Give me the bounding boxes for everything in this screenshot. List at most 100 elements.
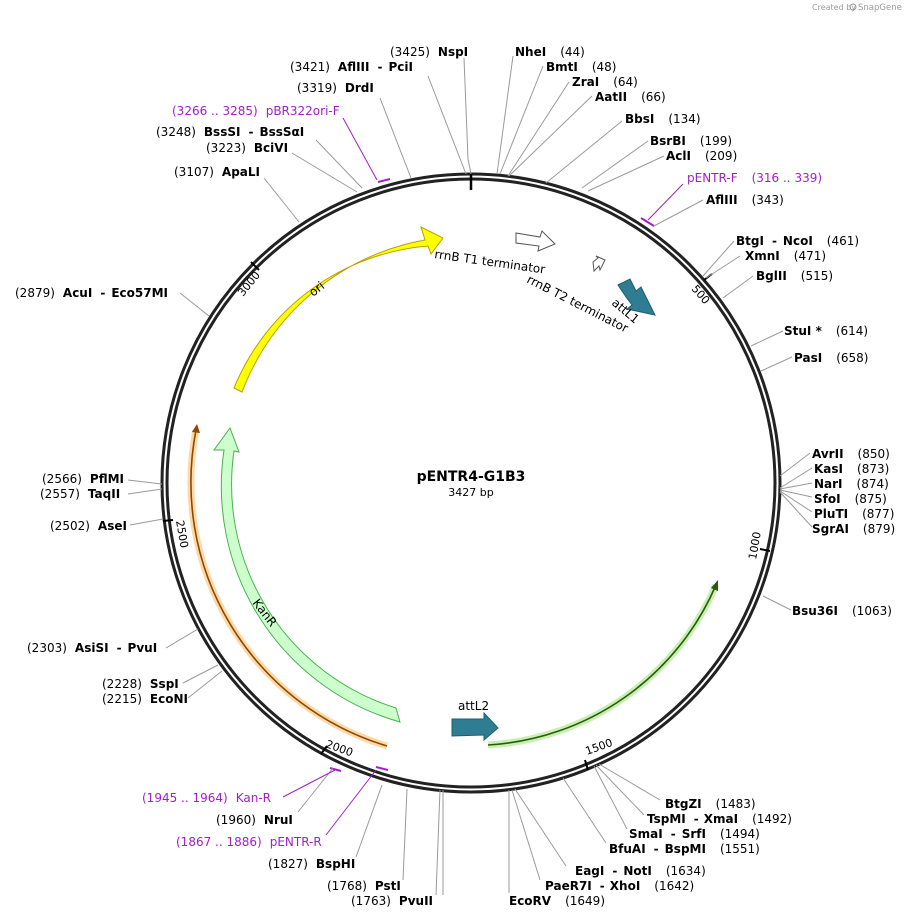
leader-asei — [129, 518, 164, 526]
site-pluti[interactable]: PluTI(877) — [814, 507, 894, 521]
primer-pbr322ori-f[interactable]: (3266 .. 3285)pBR322ori-F — [172, 104, 340, 118]
leader-btgi — [702, 240, 735, 277]
site-bmti[interactable]: BmtI(48) — [546, 60, 617, 74]
site-bcivi[interactable]: (3223)BciVI — [206, 141, 288, 155]
leader-paer7i — [511, 789, 541, 881]
primer-mark-pentr-r — [375, 766, 389, 771]
site-avrii[interactable]: AvrII(850) — [812, 447, 890, 461]
primer-mark-pentr-f — [640, 217, 655, 227]
tick-label-1000: 1000 — [746, 531, 764, 561]
leader-sfoi — [779, 489, 813, 498]
site-paer7i-xhoi[interactable]: PaeR7I-XhoI(1642) — [545, 879, 694, 893]
site-bglii[interactable]: BglII(515) — [756, 269, 833, 283]
site-econi[interactable]: (2215)EcoNI — [102, 692, 188, 706]
tick-1000 — [759, 548, 771, 552]
leader-bmti — [499, 65, 544, 175]
green-orf-glow — [487, 583, 720, 749]
site-bbsi[interactable]: BbsI(134) — [625, 112, 701, 126]
site-sfoi[interactable]: SfoI(875) — [814, 492, 887, 506]
site-nhei[interactable]: NheI(44) — [515, 45, 585, 59]
site-bsphi[interactable]: (1827)BspHI — [268, 857, 355, 871]
site-afliii-pcii[interactable]: (3421)AflIII-PciI — [290, 60, 413, 74]
site-bsu36i[interactable]: Bsu36I(1063) — [792, 604, 892, 618]
site-bsrbi[interactable]: BsrBI(199) — [650, 134, 732, 148]
site-stui[interactable]: StuI *(614) — [784, 324, 868, 338]
leader-pflmi — [127, 479, 163, 485]
primer-leader-pbr322ori-f — [342, 117, 378, 181]
green-orf-line — [487, 584, 717, 746]
site-aatii[interactable]: AatII(66) — [595, 90, 666, 104]
leader-smai — [593, 765, 628, 830]
credit: Created by SnapGene — [812, 3, 902, 13]
site-tspmi-xmai[interactable]: TspMI-XmaI(1492) — [647, 812, 792, 826]
site-asei[interactable]: (2502)AseI — [50, 519, 127, 533]
rrnb-t1-terminator-feature[interactable] — [515, 230, 556, 252]
site-eagi-noti[interactable]: EagI-NotI(1634) — [575, 864, 706, 878]
green-orf-arrowhead — [711, 580, 718, 591]
site-smai-srfi[interactable]: SmaI-SrfI(1494) — [629, 827, 760, 841]
site-drdi[interactable]: (3319)DrdI — [297, 81, 374, 95]
site-acui-eco57mi[interactable]: (2879)AcuI-Eco57MI — [15, 286, 168, 300]
ori-feature[interactable] — [233, 226, 444, 393]
rrnb-t1-label: rrnB T1 terminator — [434, 247, 547, 276]
leader-afliii-pcii — [427, 75, 467, 175]
site-bsssi-bsssai[interactable]: (3248)BssSI-BssSαI — [156, 125, 304, 139]
site-afliii-343[interactable]: AflIII(343) — [706, 193, 784, 207]
site-leaders — [127, 55, 813, 896]
leader-stui — [750, 330, 784, 347]
site-xmni[interactable]: XmnI(471) — [745, 249, 826, 263]
attl1-feature[interactable] — [617, 278, 656, 316]
primer-pentr-f[interactable]: pENTR-F(316 .. 339) — [687, 171, 822, 185]
leader-drdi — [379, 97, 412, 179]
site-psti[interactable]: (1768)PstI — [327, 879, 401, 893]
leader-sgrai — [779, 491, 813, 528]
leader-nspi — [463, 57, 472, 175]
leader-pluti — [779, 490, 813, 513]
site-btgi-ncoi[interactable]: BtgI-NcoI(461) — [736, 234, 859, 248]
attl2-feature[interactable] — [451, 711, 499, 742]
site-kasi[interactable]: KasI(873) — [814, 462, 889, 476]
site-nspi[interactable]: (3425)NspI — [390, 45, 468, 59]
leader-acui — [179, 292, 210, 317]
site-taqii[interactable]: (2557)TaqII — [40, 487, 120, 501]
site-asisi-pvui[interactable]: (2303)AsiSI-PvuI — [27, 641, 157, 655]
site-acli[interactable]: AclI(209) — [666, 149, 737, 163]
primer-pentr-r[interactable]: (1867 .. 1886)pENTR-R — [176, 835, 322, 849]
site-bfuai-bspmi[interactable]: BfuAI-BspMI(1551) — [609, 842, 760, 856]
site-apali[interactable]: (3107)ApaLI — [174, 165, 260, 179]
site-nrui[interactable]: (1960)NruI — [216, 813, 293, 827]
primer-kan-r[interactable]: (1945 .. 1964)Kan-R — [142, 791, 271, 805]
primer-labels: (3266 .. 3285)pBR322ori-F pENTR-F(316 ..… — [142, 104, 822, 849]
leader-afliii-343 — [653, 199, 704, 227]
leader-zrai — [507, 81, 570, 177]
primer-leader-pentr-f — [647, 183, 684, 221]
snapgene-logo-icon — [849, 3, 857, 11]
site-pasi[interactable]: PasI(658) — [794, 351, 868, 365]
plasmid-title: pENTR4-G1B3 3427 bp — [417, 469, 526, 499]
leader-pasi — [760, 356, 793, 372]
primer-leader-kan-r — [282, 769, 336, 798]
plasmid-length: 3427 bp — [448, 486, 493, 499]
primer-mark-kan-r — [329, 767, 342, 772]
leader-taqii — [127, 488, 163, 495]
rrnb-t2-terminator-feature[interactable] — [592, 255, 606, 273]
site-ecorv[interactable]: EcoRV(1649) — [509, 894, 605, 908]
leader-bsu36i — [762, 595, 792, 611]
leader-asisi — [165, 628, 199, 649]
site-pflmi[interactable]: (2566)PflMI — [42, 472, 124, 486]
primer-marks — [329, 178, 655, 772]
site-btgzi[interactable]: BtgZI(1483) — [665, 797, 756, 811]
leader-tspmi — [595, 764, 645, 816]
credit-brand: SnapGene — [858, 3, 902, 13]
attl2-label: attL2 — [458, 699, 489, 713]
kanr-feature[interactable] — [213, 426, 401, 723]
site-pvuii[interactable]: (1763)PvuII — [351, 894, 433, 908]
primer-mark-pbr322ori-f — [377, 178, 391, 183]
site-sspi[interactable]: (2228)SspI — [102, 677, 179, 691]
leader-avrii — [779, 452, 811, 477]
site-sgrai[interactable]: SgrAI(879) — [812, 522, 895, 536]
site-nari[interactable]: NarI(874) — [814, 477, 889, 491]
leader-eagi — [514, 788, 567, 867]
site-zrai[interactable]: ZraI(64) — [572, 75, 638, 89]
